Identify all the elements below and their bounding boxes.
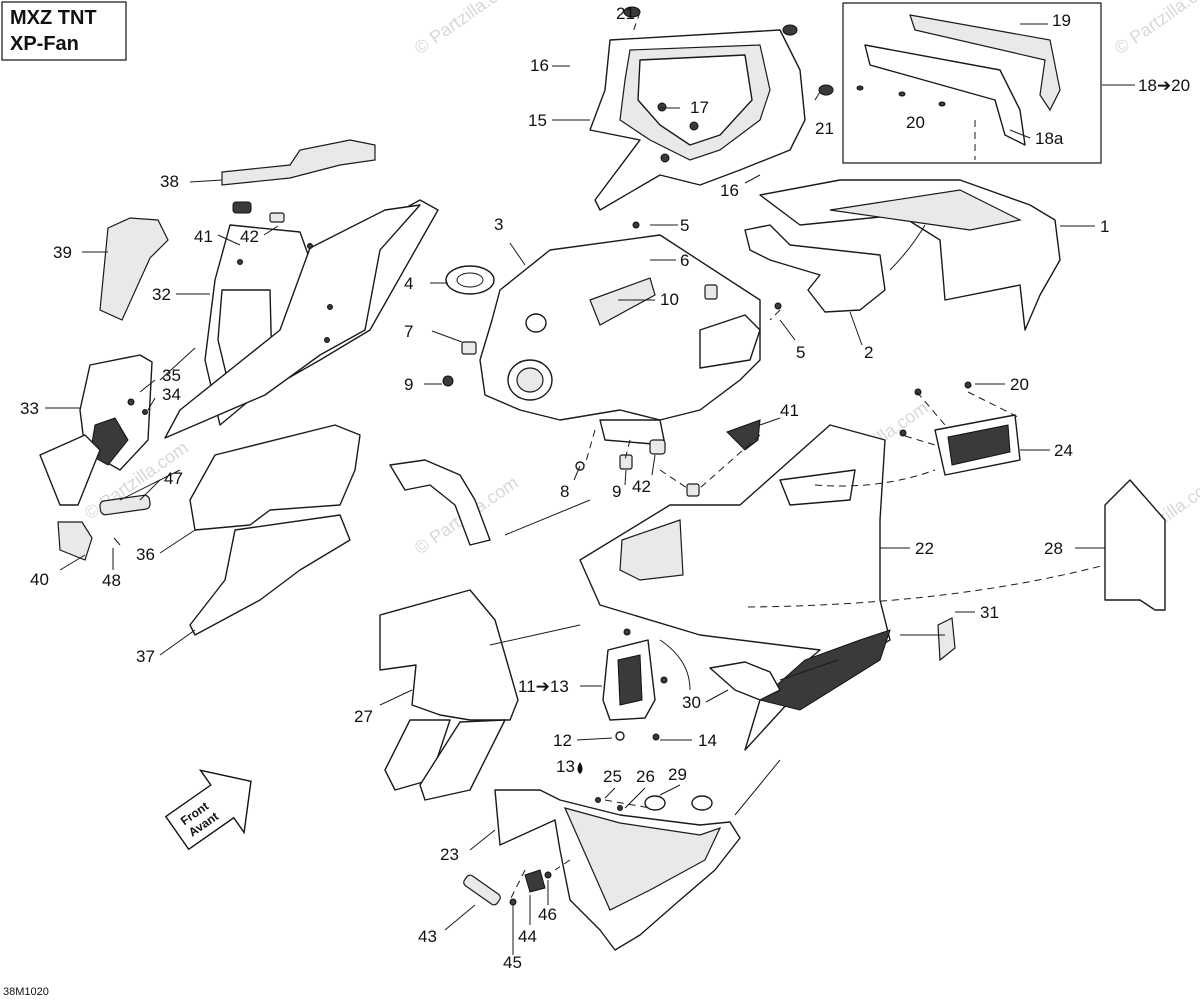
callout-41b: 41 — [780, 401, 799, 420]
part-30-piece — [709, 661, 781, 701]
part-43-strip — [463, 874, 501, 906]
callout-32: 32 — [152, 285, 171, 304]
callout-31: 31 — [980, 603, 999, 622]
part-40-block — [57, 521, 93, 561]
callout-35: 35 — [162, 366, 181, 385]
callout-7: 7 — [404, 322, 413, 341]
inset-box — [842, 2, 1135, 164]
front-direction-arrow: Front Avant — [164, 769, 252, 851]
callout-4: 4 — [404, 274, 413, 293]
callout-25: 25 — [603, 767, 622, 786]
model-line-2: XP-Fan — [10, 33, 79, 55]
droplet-icon — [577, 762, 583, 774]
part-41-clip — [232, 201, 252, 214]
drawing-code: 38M1020 — [3, 986, 49, 998]
callout-22: 22 — [915, 539, 934, 558]
callout-3: 3 — [494, 215, 503, 234]
callout-19: 19 — [1052, 11, 1071, 30]
callout-45: 45 — [503, 953, 522, 972]
callout-44: 44 — [518, 927, 537, 946]
callout-36: 36 — [136, 545, 155, 564]
callout-30: 30 — [682, 693, 701, 712]
callout-8: 8 — [560, 482, 569, 501]
callout-5: 5 — [680, 216, 689, 235]
watermark: © Partzilla.com — [1111, 0, 1200, 58]
callout-39: 39 — [53, 243, 72, 262]
callout-5b: 5 — [796, 343, 805, 362]
part-1-hood — [759, 179, 1095, 331]
callout-29: 29 — [668, 765, 687, 784]
callout-42: 42 — [240, 227, 259, 246]
callout-34: 34 — [162, 385, 181, 404]
part-18a-deflector — [864, 44, 1026, 146]
callout-9: 9 — [404, 375, 413, 394]
callout-37: 37 — [136, 647, 155, 666]
part-37-panel — [189, 514, 351, 636]
part-27-panel — [379, 589, 519, 801]
part-33-side-piece — [39, 354, 153, 506]
callout-18a: 18a — [1035, 129, 1064, 148]
part-19-deflector — [909, 14, 1061, 112]
callout-9b: 9 — [612, 482, 621, 501]
part-39-trim — [99, 217, 169, 321]
model-label-box: MXZ TNT XP-Fan — [1, 1, 127, 61]
watermark: © Partzilla.com — [411, 0, 522, 58]
part-24-grille — [899, 381, 1021, 476]
callout-20: 20 — [906, 113, 925, 132]
part-36-panel — [189, 424, 361, 531]
callout-leaders — [45, 65, 1105, 955]
part-10-strip — [589, 277, 656, 326]
callout-16b: 16 — [720, 181, 739, 200]
model-line-1: MXZ TNT — [10, 7, 97, 29]
callout-41: 41 — [194, 227, 213, 246]
callout-labels: 21 19 16 18➔20 17 15 21 20 18a 16 38 1 3… — [20, 4, 1190, 972]
callout-14: 14 — [698, 731, 717, 750]
callout-46: 46 — [538, 905, 557, 924]
part-38-strip — [221, 139, 376, 186]
callout-43: 43 — [418, 927, 437, 946]
callout-11-13: 11➔13 — [518, 677, 569, 696]
callout-20b: 20 — [1010, 375, 1029, 394]
callout-47: 47 — [164, 469, 183, 488]
callout-2: 2 — [864, 343, 873, 362]
part-41-clip-b — [726, 419, 761, 451]
part-32-side-panel — [164, 199, 439, 439]
callout-42b: 42 — [632, 477, 651, 496]
part-3-hood-body — [445, 234, 761, 421]
part-11-13-bracket — [602, 628, 668, 741]
callout-40: 40 — [30, 570, 49, 589]
callout-26: 26 — [636, 767, 655, 786]
callout-21b: 21 — [815, 119, 834, 138]
callout-12: 12 — [553, 731, 572, 750]
part-2-panel — [744, 224, 886, 346]
callout-16: 16 — [530, 56, 549, 75]
callout-23: 23 — [440, 845, 459, 864]
callout-17: 17 — [690, 98, 709, 117]
part-28-panel — [1104, 479, 1166, 611]
duct-piece — [389, 459, 491, 546]
assembly-lines — [119, 224, 1106, 901]
callout-28: 28 — [1044, 539, 1063, 558]
callout-48: 48 — [102, 571, 121, 590]
callout-13: 13 — [556, 757, 575, 776]
callout-33: 33 — [20, 399, 39, 418]
part-23-lower-nose — [494, 789, 741, 951]
callout-18-20: 18➔20 — [1138, 76, 1190, 95]
callout-6: 6 — [680, 251, 689, 270]
callout-21: 21 — [616, 4, 635, 23]
callout-15: 15 — [528, 111, 547, 130]
callout-1: 1 — [1100, 217, 1109, 236]
callout-38: 38 — [160, 172, 179, 191]
callout-24: 24 — [1054, 441, 1073, 460]
part-42-clip — [269, 212, 285, 223]
callout-10: 10 — [660, 290, 679, 309]
part-31-strip — [937, 617, 956, 662]
callout-27: 27 — [354, 707, 373, 726]
part-15-console — [589, 6, 834, 211]
